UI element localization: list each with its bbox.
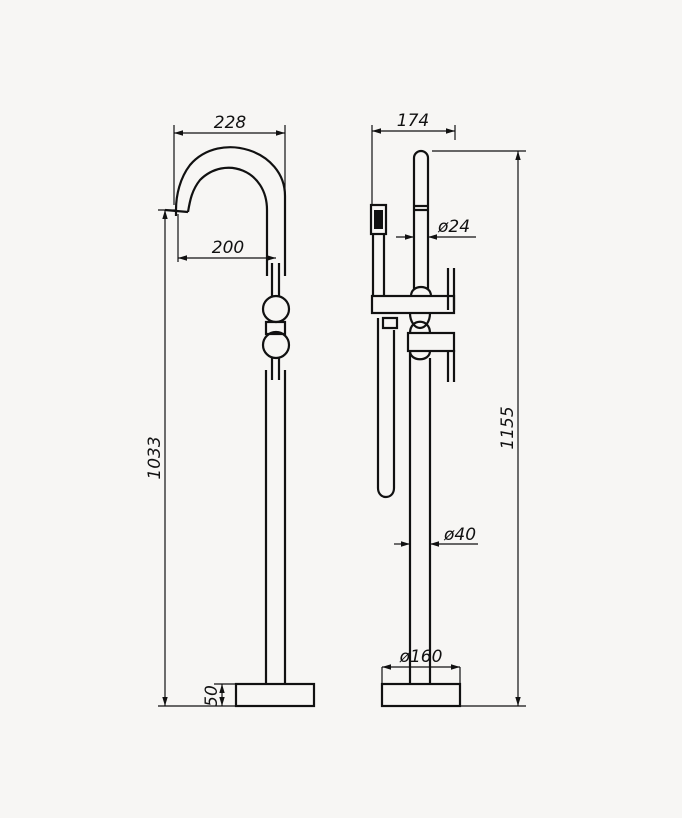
front-valve-body [261, 263, 291, 380]
dim-base-height: 50 [202, 683, 236, 707]
hand-shower [369, 203, 399, 499]
dim-200-label: 200 [212, 238, 244, 258]
dim-spout-reach-inner: 200 [177, 214, 276, 262]
shower-holder [381, 316, 399, 330]
side-base-plate [380, 682, 462, 708]
side-valve-block [370, 268, 456, 382]
dim-o160-label: ø160 [399, 647, 443, 667]
shower-hose [376, 318, 396, 499]
dim-side-overall-height: 1155 [432, 150, 526, 707]
dim-174-label: 174 [397, 111, 429, 131]
dim-front-overall-height: 1033 [145, 209, 236, 707]
side-riser-pipe [412, 149, 430, 290]
dim-228-label: 228 [214, 113, 247, 133]
side-view: 174 ø24 ø40 ø160 1155 [369, 111, 526, 708]
side-column [408, 350, 432, 684]
dim-column-diameter: ø40 [394, 525, 478, 547]
dim-base-diameter: ø160 [381, 647, 461, 684]
dim-o24-label: ø24 [437, 217, 470, 237]
dim-1155-label: 1155 [498, 406, 518, 449]
front-base-plate [234, 682, 316, 708]
front-column [264, 370, 287, 684]
front-gooseneck-spout [164, 146, 287, 276]
dim-o40-label: ø40 [443, 525, 476, 545]
hand-shower-head [369, 203, 388, 236]
dim-1033-label: 1033 [145, 436, 165, 479]
dim-50-label: 50 [202, 685, 222, 707]
dim-spout-reach: 228 [173, 113, 286, 205]
dim-riser-diameter: ø24 [396, 217, 476, 240]
dim-depth: 174 [371, 111, 456, 204]
front-view: 228 200 1033 50 [145, 113, 316, 708]
